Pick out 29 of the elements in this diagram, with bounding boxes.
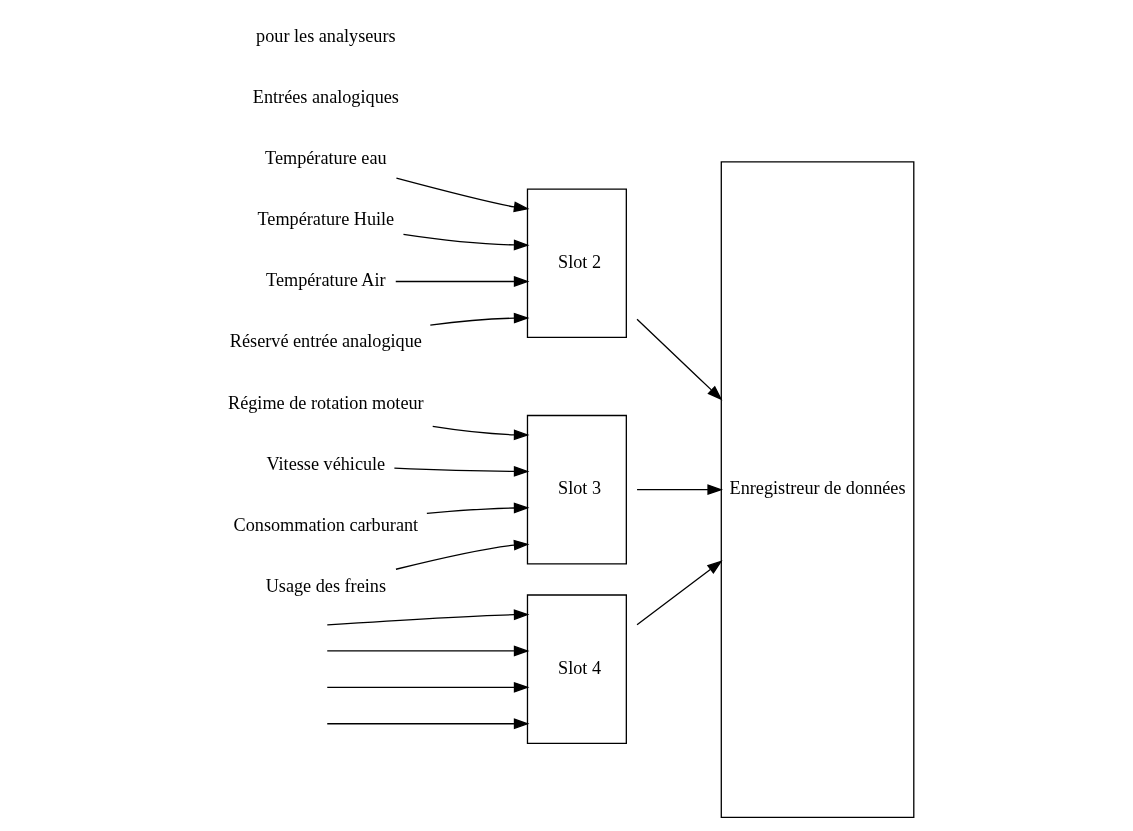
node-text: Température Huile (257, 209, 395, 230)
arrow (429, 312, 530, 326)
arrow (395, 539, 530, 570)
arrow (402, 233, 530, 251)
arrow (326, 645, 530, 657)
node-text: Régime de rotation moteur (228, 392, 424, 413)
node-box: Slot 2 (526, 188, 627, 339)
arrow (636, 560, 723, 626)
arrow (636, 318, 723, 401)
node-text: Réservé entrée analogique (229, 331, 422, 352)
arrow (326, 718, 530, 730)
node-box: Enregistreur de données (720, 161, 915, 819)
arrow (432, 425, 530, 441)
arrow (393, 465, 530, 477)
arrow (636, 484, 723, 496)
node-text: Température eau (265, 148, 387, 169)
arrow (326, 609, 530, 626)
node-text: Usage des freins (265, 576, 387, 597)
label: Entrées analogiques (252, 86, 399, 107)
node-box: Slot 4 (526, 594, 627, 744)
arrow (426, 502, 530, 515)
node-box: Slot 3 (526, 414, 627, 565)
arrow (395, 276, 530, 287)
node-text: Vitesse véhicule (266, 453, 386, 474)
node-text: Consommation carburant (233, 514, 419, 535)
node-text: Température Air (266, 270, 386, 291)
label: pour les analyseurs (256, 25, 396, 46)
arrow (326, 681, 530, 693)
arrow (395, 177, 530, 213)
